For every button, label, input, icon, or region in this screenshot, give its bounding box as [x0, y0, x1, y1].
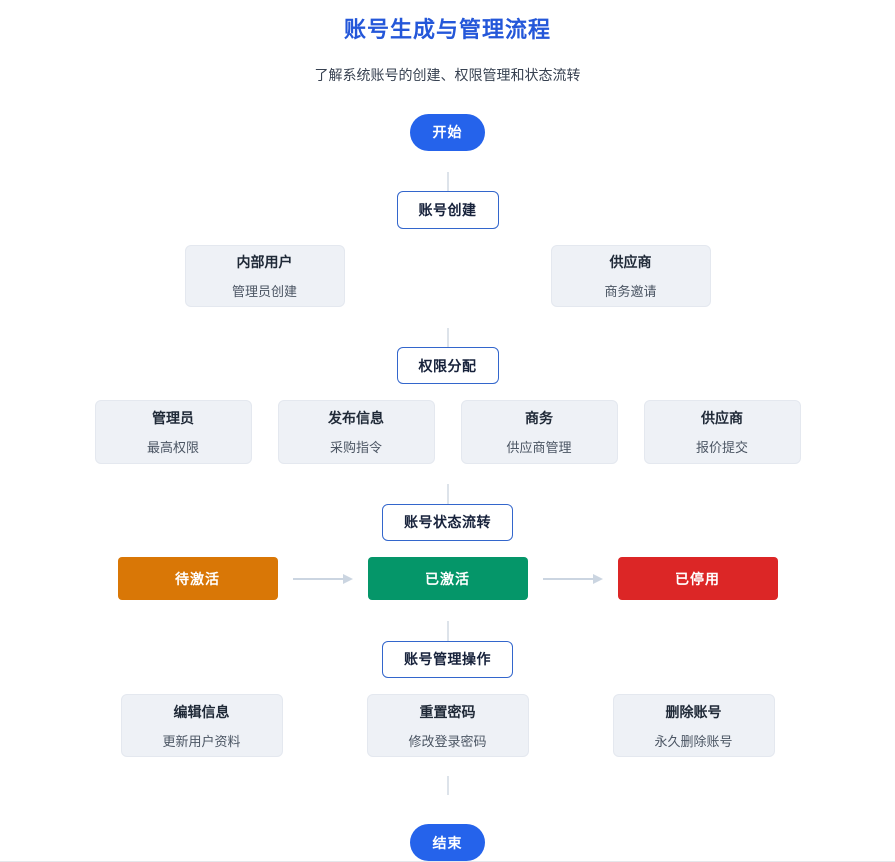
status-activated: 已激活: [367, 557, 528, 601]
creation-options-row: 内部用户 管理员创建 供应商 商务邀请: [184, 244, 711, 307]
option-desc: 更新用户资料: [162, 733, 241, 749]
option-edit-info: 编辑信息 更新用户资料: [120, 694, 283, 758]
page-title: 账号生成与管理流程: [343, 17, 551, 42]
option-supplier: 供应商 商务邀请: [550, 244, 711, 307]
option-desc: 永久删除账号: [654, 733, 733, 749]
option-title: 内部用户: [236, 253, 293, 270]
arrow-right-icon: [542, 573, 603, 584]
option-internal-user: 内部用户 管理员创建: [184, 244, 345, 307]
option-title: 删除账号: [665, 703, 722, 720]
permission-options-row: 管理员 最高权限 发布信息 采购指令 商务 供应商管理 供应商 报价提交: [94, 400, 801, 465]
connector-line: [446, 621, 449, 641]
status-deactivated: 已停用: [617, 557, 778, 601]
option-title: 编辑信息: [173, 703, 230, 720]
option-delete-account: 删除账号 永久删除账号: [612, 694, 775, 758]
connector-line: [446, 776, 449, 796]
option-desc: 报价提交: [695, 440, 748, 456]
stage-account-creation: 账号创建: [396, 190, 499, 229]
status-states-row: 待激活 已激活 已停用: [117, 557, 778, 601]
option-desc: 商务邀请: [604, 283, 657, 299]
option-title: 管理员: [152, 410, 194, 427]
connector-line: [446, 327, 449, 347]
option-title: 供应商: [701, 410, 743, 427]
stage-account-management: 账号管理操作: [382, 640, 513, 679]
option-supplier-role: 供应商 报价提交: [643, 400, 801, 465]
end-node: 结束: [410, 824, 485, 862]
option-desc: 采购指令: [329, 440, 382, 456]
stage-status-transition: 账号状态流转: [382, 503, 513, 542]
option-title: 发布信息: [328, 410, 384, 427]
page-subtitle: 了解系统账号的创建、权限管理和状态流转: [314, 67, 581, 83]
option-publish-role: 发布信息 采购指令: [277, 400, 435, 465]
option-title: 供应商: [609, 253, 652, 270]
option-title: 商务: [525, 410, 553, 427]
connector-line: [446, 484, 449, 504]
option-reset-password: 重置密码 修改登录密码: [366, 694, 529, 758]
connector-line: [446, 171, 449, 191]
option-title: 重置密码: [419, 703, 476, 720]
option-desc: 最高权限: [146, 440, 199, 456]
option-admin-role: 管理员 最高权限: [94, 400, 252, 465]
option-desc: 供应商管理: [506, 440, 572, 456]
arrow-right-icon: [292, 573, 353, 584]
option-desc: 修改登录密码: [408, 733, 487, 749]
start-node: 开始: [410, 114, 485, 151]
stage-permission-assignment: 权限分配: [396, 346, 499, 385]
option-desc: 管理员创建: [231, 283, 297, 299]
option-business-role: 商务 供应商管理: [460, 400, 618, 465]
status-pending-activation: 待激活: [117, 557, 278, 601]
management-options-row: 编辑信息 更新用户资料 重置密码 修改登录密码 删除账号 永久删除账号: [120, 694, 775, 758]
